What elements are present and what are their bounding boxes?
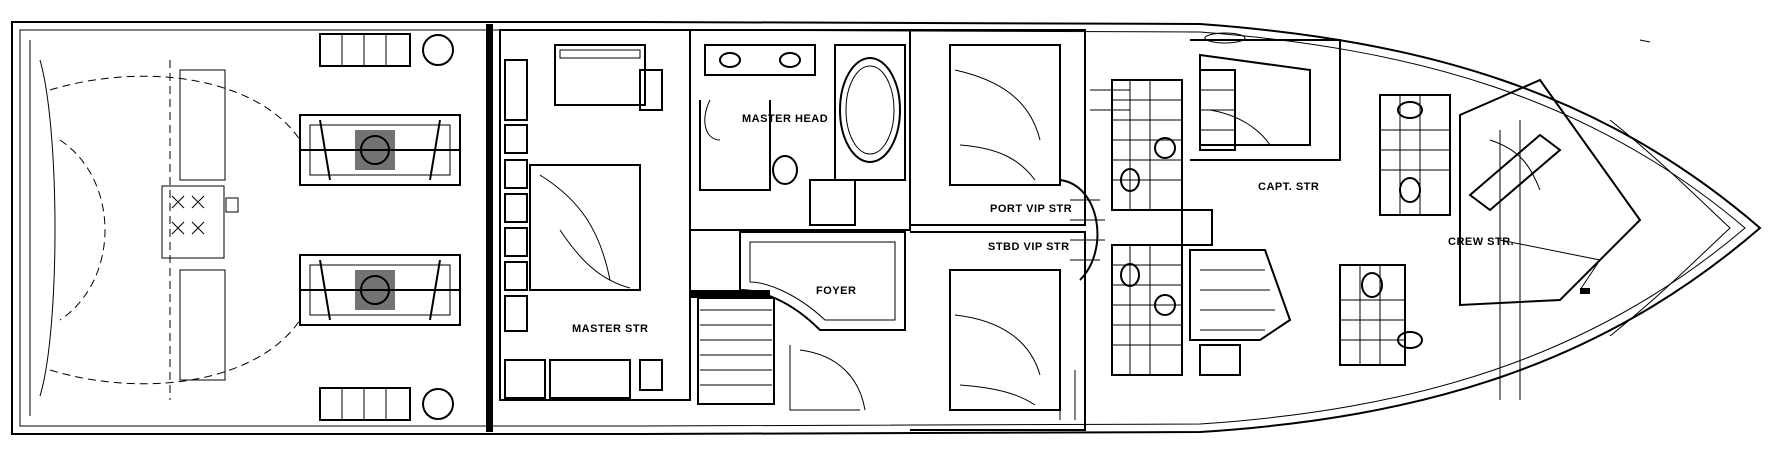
crew-stateroom xyxy=(1459,78,1642,400)
battery-bank-bottom xyxy=(319,387,454,421)
label-port-vip-str: PORT VIP STR xyxy=(990,203,1072,215)
engine-room-bulkhead xyxy=(486,24,493,432)
port-engine xyxy=(299,114,461,186)
label-master-head: MASTER HEAD xyxy=(742,113,828,125)
label-crew-str: CREW STR. xyxy=(1448,236,1514,248)
label-master-str: MASTER STR xyxy=(572,323,649,335)
transom-area xyxy=(29,40,301,416)
room-labels: MASTER HEAD MASTER STR FOYER PORT VIP ST… xyxy=(572,113,1514,335)
label-capt-str: CAPT. STR xyxy=(1258,181,1319,193)
crew-head xyxy=(1339,94,1451,366)
label-foyer: FOYER xyxy=(816,285,856,297)
vip-heads xyxy=(1111,79,1213,376)
master-stateroom xyxy=(499,29,691,401)
battery-bank-top xyxy=(319,33,454,67)
stbd-engine xyxy=(299,254,461,326)
port-vip-stateroom xyxy=(910,29,1130,226)
captain-stateroom xyxy=(1189,32,1341,376)
center-passage xyxy=(1059,179,1105,281)
label-stbd-vip-str: STBD VIP STR xyxy=(988,241,1070,253)
bow xyxy=(1609,39,1731,337)
hull-outline xyxy=(11,21,1762,435)
stbd-vip-stateroom xyxy=(910,231,1086,431)
master-head xyxy=(690,29,911,231)
foyer xyxy=(690,231,906,411)
